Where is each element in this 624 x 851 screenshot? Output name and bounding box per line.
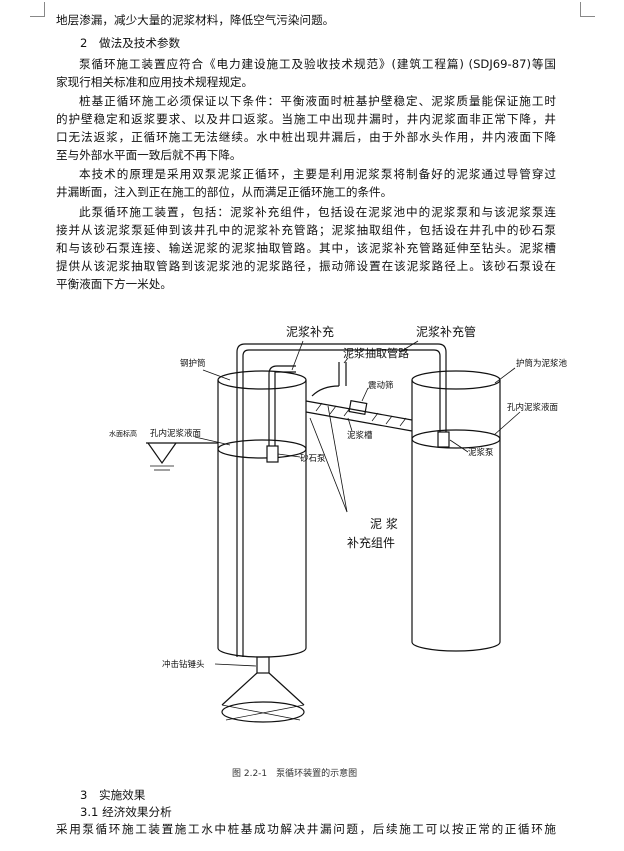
text-line: 至与外部水平面一致后就不再下降。: [56, 148, 242, 162]
text-line: 家现行相关标准和应用技术规程规定。: [56, 75, 254, 89]
slurry-supply-pipe-outer: [236, 343, 447, 657]
label-vibrating-screen: 震动筛: [368, 380, 394, 391]
leader-extract: [343, 357, 349, 364]
text-line: 口无法返浆，正循环施工无法继续。水中桩出现井漏后，由于外部水头作用，井内液面下降: [56, 130, 556, 144]
label-casing-pool: 护筒为泥浆池: [516, 358, 568, 369]
text-line: 泵循环施工装置应符合《电力建设施工及验收技术规范》(建筑工程篇) (SDJ69-…: [79, 57, 556, 71]
trough-hatch: [385, 415, 393, 425]
leader-supply-pipe: [399, 340, 419, 353]
label-drill-head: 冲击钻锤头: [162, 659, 205, 670]
text-line: 的护壁稳定和返浆要求、以及井口返浆。当施工中出现井漏时，井内泥浆面非正常下降，井: [56, 112, 556, 126]
label-component-line1: 泥 浆: [370, 516, 398, 531]
section-3-heading: 3 实施效果: [80, 788, 146, 802]
leader-steel-casing: [202, 369, 231, 381]
slurry-extract-pipe-inner: [274, 371, 296, 446]
paragraph-principle: 本技术的原理是采用双泵泥浆正循环，主要是利用泥浆泵将制备好的泥浆通过导管穿过 井…: [56, 165, 556, 201]
label-hole-slurry-level-right: 孔内泥浆液面: [507, 402, 559, 413]
section-3-1-heading: 3.1 经济效果分析: [80, 805, 172, 819]
page-corner-mark-right: [580, 2, 595, 17]
label-component-line2: 补充组件: [347, 535, 395, 550]
leader-slurry-level-right: [493, 411, 521, 436]
right-casing-slurry-level: [411, 429, 501, 449]
right-casing-top: [411, 370, 501, 390]
slurry-extract-pipe-outer: [268, 365, 296, 446]
text-line: 井漏断面，注入到正在施工的部位，从而满足正循环施工的条件。: [56, 185, 393, 199]
label-water-level: 水面标高: [109, 429, 137, 438]
text-line: 桩基正循环施工必须保证以下条件：平衡液面时桩基护壁稳定、泥浆质量能保证施工时: [79, 94, 556, 108]
paragraph-device: 此泵循环施工装置，包括：泥浆补充组件，包括设在泥浆池中的泥浆泵和与该泥浆泵连 接…: [56, 203, 556, 293]
text-line: 和与该砂石泵连接、输送泥浆的泥浆抽取管路。其中，该泥浆补充管路延伸至钻头。泥浆槽: [56, 241, 556, 255]
paragraph-standards: 泵循环施工装置应符合《电力建设施工及验收技术规范》(建筑工程篇) (SDJ69-…: [56, 55, 556, 91]
slurry-trough-top-edge: [305, 400, 413, 421]
leader-component-1: [309, 417, 348, 513]
intro-paragraph-tail: 地层渗漏，减少大量的泥浆材料，降低空气污染问题。: [56, 11, 556, 29]
left-casing-top: [217, 370, 307, 390]
leader-drill-head: [214, 663, 257, 667]
drill-head-base: [221, 701, 305, 723]
slurry-pump: [437, 431, 450, 448]
leader-component-2: [327, 405, 348, 513]
sand-pump: [266, 445, 279, 463]
left-casing-bottom: [217, 647, 307, 658]
figure-caption: 图 2.2-1 泵循环装置的示意图: [232, 769, 358, 779]
trough-hatch: [315, 402, 323, 412]
trough-hatch: [371, 412, 379, 422]
label-slurry-trough: 泥浆槽: [347, 430, 373, 441]
text-line: 本技术的原理是采用双泵泥浆正循环，主要是利用泥浆泵将制备好的泥浆通过导管穿过: [79, 167, 556, 181]
leader-screen: [361, 387, 369, 402]
drill-head-rib: [225, 704, 305, 721]
text-line: 采用泵循环施工装置施工水中桩基成功解决井漏问题，后续施工可以按正常的正循环施: [56, 822, 556, 836]
trough-hatch: [399, 417, 407, 427]
text-line: 此泵循环施工装置，包括：泥浆补充组件，包括设在泥浆池中的泥浆泵和与该泥浆泵连: [79, 205, 556, 219]
water-level-triangle: [147, 442, 177, 465]
paragraph-conditions: 桩基正循环施工必须保证以下条件：平衡液面时桩基护壁稳定、泥浆质量能保证施工时 的…: [56, 92, 556, 164]
label-sand-pump: 砂石泵: [300, 453, 326, 464]
label-supply-pipe: 泥浆补充管: [416, 324, 476, 339]
label-slurry-supply: 泥浆补充: [286, 324, 334, 339]
label-steel-casing: 钢护筒: [180, 358, 206, 369]
slurry-supply-pipe-inner: [242, 349, 441, 657]
leader-casing-pool: [494, 367, 516, 384]
leader-slurry-pump: [449, 439, 469, 453]
leader-sand-pump: [277, 453, 301, 458]
diagram-svg: 泥浆补充 泥浆补充管 泥浆抽取管路 钢护筒 护筒为泥浆池 震动筛 孔内泥浆液面 …: [109, 324, 568, 723]
drill-head-rib: [221, 704, 301, 721]
text-line: 地层渗漏，减少大量的泥浆材料，降低空气污染问题。: [56, 13, 335, 27]
trough-hatch: [329, 405, 337, 415]
label-hole-slurry-level-left: 孔内泥浆液面: [150, 428, 202, 439]
drill-cone-left: [221, 672, 258, 706]
slurry-trough-bottom-edge: [305, 411, 413, 432]
section-2-heading: 2 做法及技术参数: [80, 36, 181, 50]
label-slurry-pump: 泥浆泵: [468, 447, 494, 458]
pump-circulation-diagram: 泥浆补充 泥浆补充管 泥浆抽取管路 钢护筒 护筒为泥浆池 震动筛 孔内泥浆液面 …: [0, 300, 624, 760]
vibrating-screen: [348, 399, 368, 415]
label-extract-pipe: 泥浆抽取管路: [343, 346, 409, 360]
page-corner-mark-left: [30, 2, 45, 17]
drill-rod-joint: [256, 656, 270, 674]
drill-cone-right: [268, 672, 305, 706]
text-line: 提供从该泥浆抽取管路到该泥浆池的泥浆路径，振动筛设置在该泥浆路径上。该砂石泵设在: [56, 259, 556, 273]
text-line: 接并从该泥浆泵延伸到该井孔中的泥浆补充管路；泥浆抽取组件，包括设在井孔中的砂石泵: [56, 223, 556, 237]
left-casing-slurry-level: [217, 439, 307, 459]
extract-outlet-bend: [311, 385, 340, 397]
paragraph-economic: 采用泵循环施工装置施工水中桩基成功解决井漏问题，后续施工可以按正常的正循环施: [56, 820, 556, 838]
leader-slurry-level-left: [194, 436, 231, 446]
leader-supply: [291, 340, 304, 371]
right-casing-bottom: [411, 641, 501, 652]
leader-trough: [347, 417, 353, 432]
text-line: 平衡液面下方一米处。: [56, 277, 172, 291]
